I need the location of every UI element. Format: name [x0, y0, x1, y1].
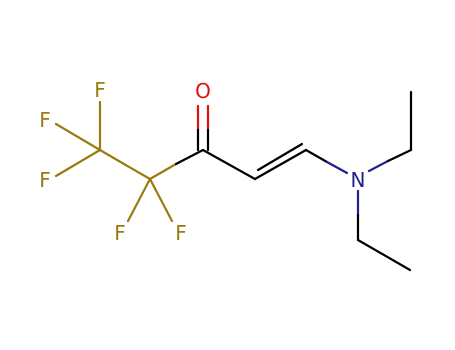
- bond-c2-f-bottom-left: [126, 177, 152, 223]
- bond-c1-f-lower-left: [54, 148, 102, 178]
- bond-c5-n-a: [304, 148, 329, 164]
- atom-f-bottom-right: F: [175, 221, 187, 245]
- bond-c5-n-b: [325, 160, 349, 175]
- bond-n-ch2-upper-b: [386, 148, 413, 163]
- atom-f-bottom-left: F: [114, 221, 126, 245]
- bond-ch2-ch3-lower: [356, 238, 412, 272]
- atom-oxygen: O: [195, 79, 211, 103]
- atom-f-top: F: [94, 78, 106, 102]
- bond-n-ch2-upper-a: [367, 159, 390, 173]
- atom-f-upper-left: F: [39, 108, 51, 132]
- bond-c1-f-upper-left: [54, 122, 102, 152]
- atom-nitrogen: N: [351, 168, 366, 192]
- bond-c2-c3-b: [174, 148, 205, 166]
- bond-c4-c5-2: [256, 142, 304, 172]
- bond-c2-c3-a: [148, 162, 178, 181]
- bond-c3-c4: [201, 148, 257, 181]
- bond-c2-f-bottom-right: [148, 177, 174, 223]
- bond-c1-c2-b: [122, 162, 152, 181]
- bond-c4-c5-1: [253, 148, 308, 181]
- atom-f-lower-left: F: [39, 168, 51, 192]
- bond-c1-c2-a: [98, 148, 126, 166]
